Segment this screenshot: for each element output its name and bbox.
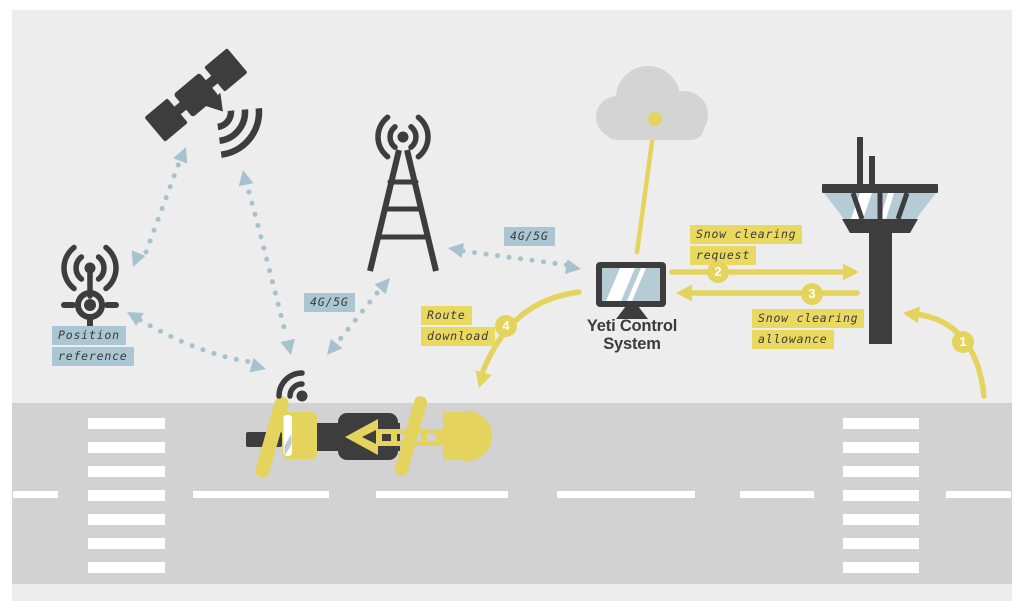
- tower-antenna-icon: [869, 156, 875, 185]
- road-center-dash: [740, 491, 814, 498]
- label-line: Snow clearing: [690, 225, 803, 244]
- satellite-signal-waves-icon: [217, 108, 263, 158]
- label-line: 4G/5G: [504, 227, 555, 246]
- tow-chevron: [345, 419, 378, 455]
- arrowhead-icon: [903, 306, 920, 324]
- monitor-stand: [616, 306, 648, 319]
- system-name-line2: System: [603, 335, 661, 353]
- sweeper-blade-rear: [394, 396, 428, 476]
- road-center-dash: [376, 491, 508, 498]
- arrowhead-icon: [127, 312, 144, 326]
- label-line: download: [421, 327, 495, 346]
- step-badge-3: 3: [801, 283, 823, 305]
- arrowhead-icon: [131, 250, 146, 267]
- link-satellite-basestation: [143, 157, 183, 255]
- dotted-link-arrowheads: [127, 147, 581, 373]
- link-tower-system: [460, 248, 570, 268]
- screen-glare: [606, 268, 646, 301]
- arrowhead-icon: [565, 259, 581, 275]
- snowplow-vehicle-icon: [246, 370, 492, 478]
- plow-blade-front: [255, 396, 289, 478]
- crosswalk-bar: [843, 490, 919, 501]
- monitor-icon: [596, 262, 666, 319]
- arrowhead-icon: [173, 147, 188, 164]
- arrowhead-icon: [327, 338, 343, 355]
- arrow-step4-route-download: [480, 289, 582, 374]
- cab-window-glare: [851, 193, 894, 219]
- arrowhead-icon: [374, 278, 390, 295]
- label-line: request: [690, 246, 757, 265]
- arrow-step1-request-to-tower: [911, 311, 987, 399]
- crosswalk-bar: [843, 562, 919, 573]
- dotted-links: [137, 157, 570, 365]
- label-line: 4G/5G: [304, 293, 355, 312]
- control-tower-icon: [822, 137, 938, 344]
- arrowhead-icon: [676, 284, 692, 302]
- label-route-download: Route download: [421, 306, 495, 348]
- frame-border: [1012, 0, 1024, 616]
- label-4g5g-system-link: 4G/5G: [504, 227, 555, 248]
- frame-border: [0, 0, 12, 616]
- label-position-reference: Position reference: [52, 326, 134, 368]
- frame-border: [0, 601, 1024, 616]
- road-center-dash: [557, 491, 695, 498]
- cloud-connector-dot: [648, 112, 662, 126]
- cloud-icon: [596, 66, 708, 140]
- arrowhead-icon: [475, 370, 492, 388]
- step-badge-4: 4: [495, 315, 517, 337]
- crosswalk-bar: [843, 466, 919, 477]
- system-name-caption: Yeti Control System: [567, 317, 697, 353]
- step-badge-2: 2: [707, 261, 729, 283]
- frame-border: [0, 0, 1024, 10]
- wifi-icon: [276, 370, 308, 402]
- road-center-dash: [13, 491, 58, 498]
- label-line: allowance: [752, 330, 834, 349]
- crosswalk-bar: [843, 418, 919, 429]
- arrowhead-icon: [249, 357, 266, 373]
- crosswalk-bar: [88, 490, 165, 501]
- cell-tower-icon: [367, 114, 439, 272]
- crosswalk-bar: [843, 442, 919, 453]
- crosswalk-bar: [88, 442, 165, 453]
- arrowhead-icon: [843, 263, 859, 281]
- label-line: Route: [421, 306, 472, 325]
- label-line: reference: [52, 347, 134, 366]
- crosswalk-bar: [843, 538, 919, 549]
- label-line: Position: [52, 326, 126, 345]
- cab-mullions: [850, 192, 910, 220]
- label-line: Snow clearing: [752, 309, 865, 328]
- road-center-dash: [193, 491, 329, 498]
- crosswalk-bar: [843, 514, 919, 525]
- tower-column: [869, 233, 892, 344]
- arrowhead-icon: [280, 338, 295, 355]
- crosswalk-bar: [88, 538, 165, 549]
- label-4g5g-vehicle-link: 4G/5G: [304, 293, 355, 314]
- gnss-base-station-icon: [61, 244, 119, 332]
- system-name-line1: Yeti Control: [586, 317, 678, 335]
- link-basestation-vehicle: [137, 317, 255, 365]
- label-snow-clearing-request: Snow clearing request: [690, 225, 803, 267]
- crosswalk-bar: [88, 514, 165, 525]
- step-badge-1: 1: [952, 331, 974, 353]
- cloud-system-link: [634, 117, 658, 255]
- flow-arrowheads: [475, 263, 920, 388]
- crosswalk-bar: [88, 562, 165, 573]
- blower-unit: [442, 411, 492, 461]
- link-satellite-vehicle: [246, 189, 289, 338]
- tower-antenna-icon: [857, 137, 863, 185]
- crosswalk-bar: [88, 418, 165, 429]
- link-tower-vehicle: [334, 290, 380, 346]
- label-snow-clearing-allowance: Snow clearing allowance: [752, 309, 865, 351]
- crosswalk-bar: [88, 466, 165, 477]
- satellite-icon: [145, 48, 263, 158]
- arrowhead-icon: [448, 242, 464, 258]
- road-center-dash: [946, 491, 1011, 498]
- arrowhead-icon: [238, 170, 254, 187]
